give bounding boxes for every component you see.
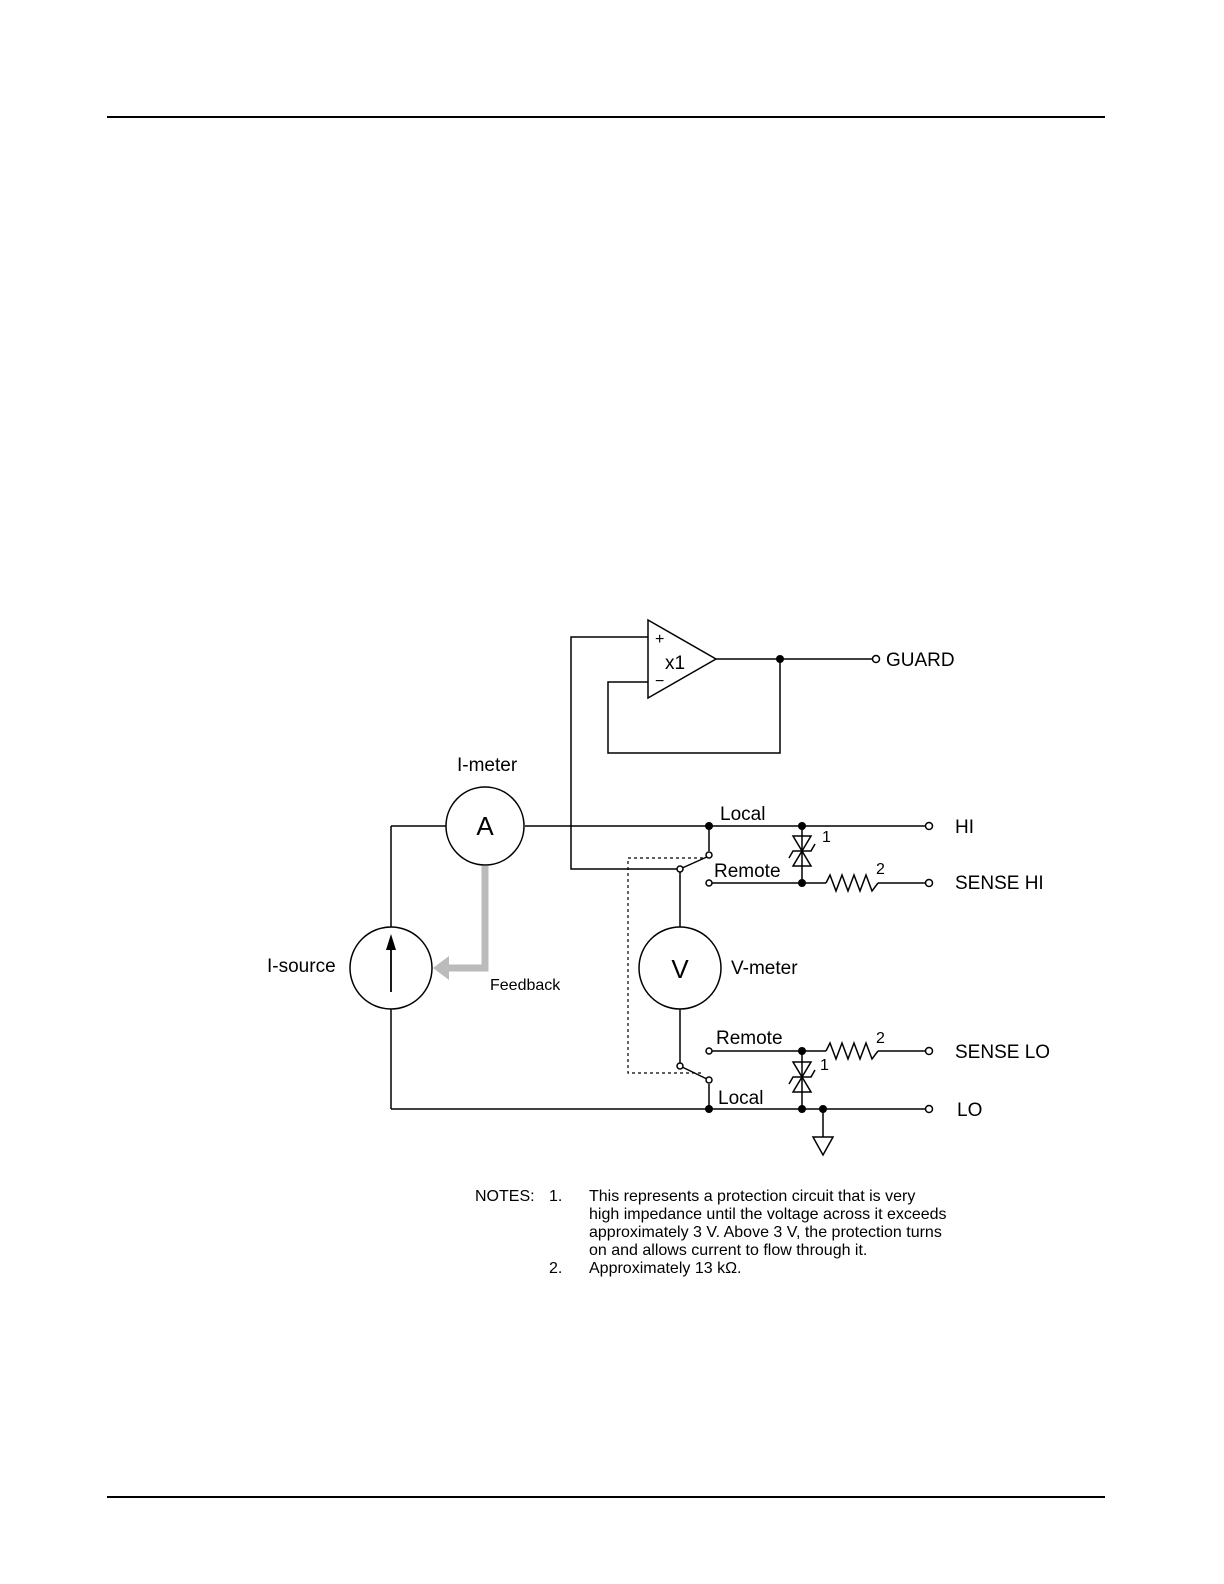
note-number: 2. [549,1260,563,1277]
ammeter-symbol: A [476,811,494,841]
diagram-notes: NOTES: 1. This represents a protection c… [475,1188,1009,1278]
hi-terminal [924,821,934,831]
amp-feedback-loop [607,659,781,754]
i-meter-label: I-meter [457,755,518,776]
note-text: This represents a protection circuit tha… [589,1188,1009,1260]
top-switch-remote-contact [705,879,713,887]
note-ref-2-top: 2 [876,861,885,878]
bottom-switch-remote-contact [705,1047,713,1055]
voltmeter-symbol: V [671,954,689,984]
note-line: approximately 3 V. Above 3 V, the protec… [589,1224,942,1241]
sense-hi-resistor [825,872,879,894]
bottom-switch-local-contact [705,1076,713,1084]
i-source-label: I-source [267,956,336,977]
remote-bottom-label: Remote [716,1028,783,1049]
top-protection-bar [788,843,816,859]
amp-input-wire [570,636,680,870]
local-bottom-label: Local [718,1088,763,1109]
v-meter-circle [638,926,722,1010]
junction-dot [798,822,806,830]
top-switch-blade [679,855,710,870]
bottom-switch-pivot [676,1062,684,1070]
note-number: 1. [549,1188,563,1205]
feedback-path [446,866,489,972]
note-line: Approximately 13 kΩ. [589,1260,742,1277]
note-ref-2-bottom: 2 [876,1030,885,1047]
amp-plus-label: + [655,631,664,648]
top-protection-diode-b [791,849,813,867]
note-item-2: 2. Approximately 13 kΩ. [475,1260,1009,1278]
feedback-label: Feedback [490,977,561,994]
note-ref-1-bottom: 1 [820,1057,829,1074]
guard-terminal [871,654,881,664]
footer-rule [107,1496,1105,1498]
guard-label: GUARD [886,650,955,671]
junction-dot [798,879,806,887]
lo-terminal [924,1104,934,1114]
feedback-arrow-icon [433,956,449,980]
sense-lo-resistor [825,1040,879,1062]
local-top-label: Local [720,804,765,825]
remote-top-label: Remote [714,861,781,882]
top-switch-local-contact [705,851,713,859]
junction-dot [819,1105,827,1113]
hi-label: HI [955,817,974,838]
bottom-protection-diode-b [791,1075,813,1093]
top-switch-pivot [676,865,684,873]
buffer-amplifier [647,618,718,700]
note-ref-1-top: 1 [822,829,831,846]
switch-linkage [627,857,703,1074]
bottom-protection-bar [788,1069,816,1085]
sense-hi-label: SENSE HI [955,873,1044,894]
junction-dot [705,1105,713,1113]
junction-dot [798,1105,806,1113]
amp-minus-label: − [655,673,664,690]
i-source-arrow-icon [386,934,396,950]
i-source-circle [349,926,433,1010]
note-line: This represents a protection circuit tha… [589,1188,916,1205]
ground-icon [811,1136,835,1157]
note-line: high impedance until the voltage across … [589,1206,947,1223]
lo-label: LO [957,1100,982,1121]
v-meter-label: V-meter [731,958,798,979]
sense-lo-terminal [924,1046,934,1056]
sense-hi-terminal [924,878,934,888]
note-line: on and allows current to flow through it… [589,1242,868,1259]
top-protection-diode-a [791,835,813,853]
header-rule [107,116,1105,118]
junction-dot [776,655,784,663]
junction-dot [705,822,713,830]
notes-heading: NOTES: [475,1188,535,1205]
note-item-1: NOTES: 1. This represents a protection c… [475,1188,1009,1260]
amp-gain-label: x1 [665,653,685,674]
note-text: Approximately 13 kΩ. [589,1260,1009,1278]
sense-lo-label: SENSE LO [955,1042,1050,1063]
junction-dot [798,1047,806,1055]
bottom-protection-diode-a [791,1061,813,1079]
i-meter-circle [445,786,525,866]
